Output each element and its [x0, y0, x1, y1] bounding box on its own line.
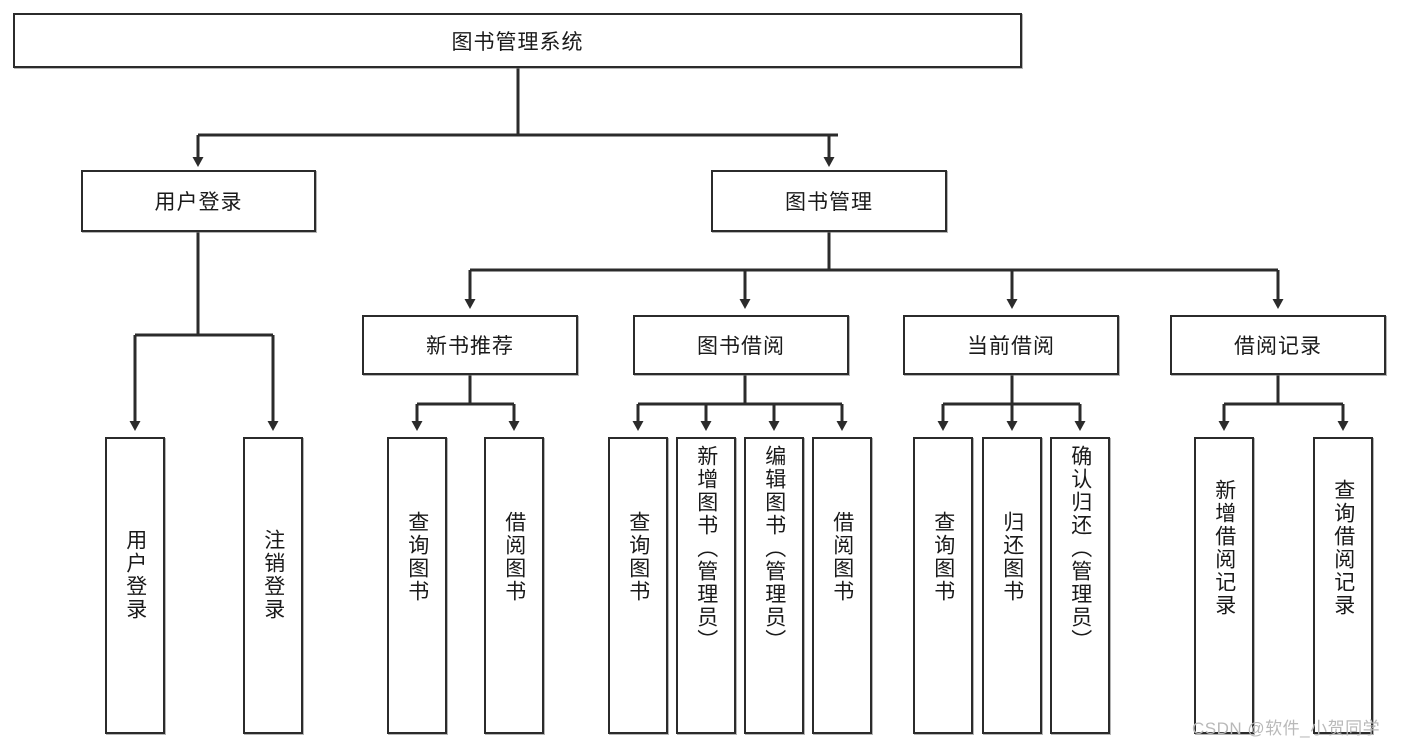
node-label: 借阅图书	[502, 511, 526, 603]
leaf-current-query-book[interactable]: 查询图书	[913, 437, 973, 734]
node-label: 确认归还（管理员）	[1068, 445, 1092, 652]
node-label: 注销登录	[261, 529, 285, 621]
node-label: 新增借阅记录	[1212, 479, 1236, 617]
node-label: 图书借阅	[697, 335, 785, 358]
leaf-current-return-book[interactable]: 归还图书	[982, 437, 1042, 734]
node-new-book-recommend[interactable]: 新书推荐	[362, 315, 578, 375]
leaf-current-confirm-return-admin[interactable]: 确认归还（管理员）	[1050, 437, 1110, 734]
node-user-login[interactable]: 用户登录	[81, 170, 316, 232]
leaf-recommend-borrow-book[interactable]: 借阅图书	[484, 437, 544, 734]
leaf-borrow-borrow-book[interactable]: 借阅图书	[812, 437, 872, 734]
node-label: 新书推荐	[426, 335, 514, 358]
node-label: 图书管理系统	[451, 30, 584, 54]
node-label: 查询图书	[931, 511, 955, 603]
node-label: 新增图书（管理员）	[694, 445, 718, 652]
node-label: 查询借阅记录	[1331, 479, 1355, 617]
node-label: 归还图书	[1000, 511, 1024, 603]
watermark-csdn: CSDN @软件_小贺同学	[1192, 719, 1381, 738]
leaf-borrow-query-book[interactable]: 查询图书	[608, 437, 668, 734]
node-root-system[interactable]: 图书管理系统	[13, 13, 1022, 68]
leaf-record-query-record[interactable]: 查询借阅记录	[1313, 437, 1373, 734]
leaf-borrow-add-book-admin[interactable]: 新增图书（管理员）	[676, 437, 736, 734]
node-label: 用户登录	[154, 191, 243, 214]
node-label: 编辑图书（管理员）	[762, 445, 786, 652]
node-label: 借阅图书	[830, 511, 854, 603]
leaf-user-login-login[interactable]: 用户登录	[105, 437, 165, 734]
node-label: 用户登录	[123, 529, 147, 621]
leaf-record-add-record[interactable]: 新增借阅记录	[1194, 437, 1254, 734]
node-label: 图书管理	[785, 191, 873, 214]
node-label: 当前借阅	[967, 335, 1055, 358]
node-label: 借阅记录	[1234, 335, 1322, 358]
leaf-borrow-edit-book-admin[interactable]: 编辑图书（管理员）	[744, 437, 804, 734]
node-borrow-record[interactable]: 借阅记录	[1170, 315, 1386, 375]
node-label: 查询图书	[405, 511, 429, 603]
node-book-borrow[interactable]: 图书借阅	[633, 315, 849, 375]
node-label: 查询图书	[626, 511, 650, 603]
leaf-recommend-query-book[interactable]: 查询图书	[387, 437, 447, 734]
node-book-management[interactable]: 图书管理	[711, 170, 947, 232]
node-current-borrow[interactable]: 当前借阅	[903, 315, 1119, 375]
leaf-user-login-logout[interactable]: 注销登录	[243, 437, 303, 734]
